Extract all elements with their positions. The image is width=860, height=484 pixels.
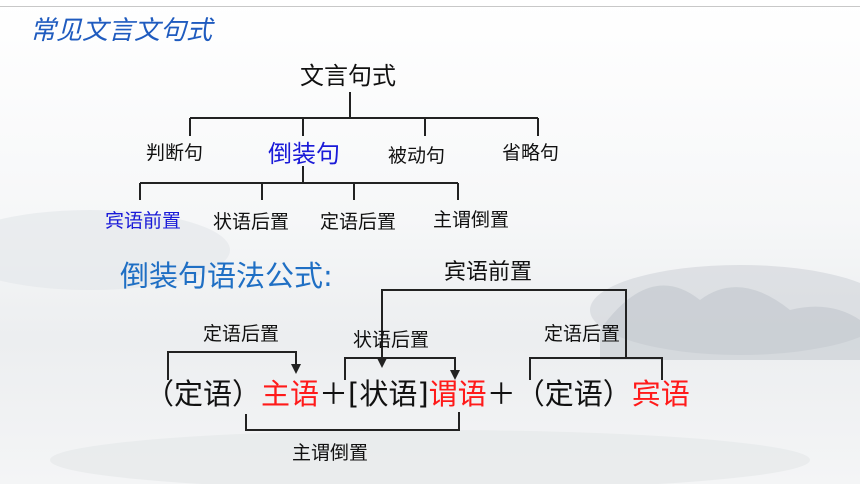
formula-predicate: 谓语	[428, 377, 487, 411]
label-attributive-post-left: 定语后置	[203, 323, 280, 345]
tree-node-object-front: 宾语前置	[105, 210, 182, 232]
label-attributive-post-right: 定语后置	[544, 323, 621, 345]
tree-node-subject-predicate: 主谓倒置	[433, 209, 510, 231]
label-adverbial-post: 状语后置	[353, 329, 430, 351]
formula-subject: 主语	[261, 377, 320, 411]
tree-node-inversion: 倒装句	[268, 140, 340, 168]
formula-attributive-2: ＋（定语）	[486, 377, 632, 411]
tree-node-attributive-post: 定语后置	[320, 211, 397, 233]
tree-node-omission: 省略句	[502, 142, 560, 164]
tree-root: 文言句式	[300, 62, 396, 90]
tree-node-passive: 被动句	[388, 145, 446, 167]
top-rule	[0, 6, 860, 7]
tree-node-judgment: 判断句	[146, 142, 204, 164]
tree-node-adverbial-post: 状语后置	[213, 211, 290, 233]
label-object-front: 宾语前置	[444, 260, 533, 285]
formula-title: 倒装句语法公式:	[120, 259, 333, 293]
slide-title: 常见文言文句式	[30, 16, 213, 46]
label-subject-predicate-inversion: 主谓倒置	[292, 442, 369, 464]
formula-object: 宾语	[631, 377, 690, 411]
grammar-formula: （定语）主语＋[状语]谓语＋（定语）宾语	[145, 380, 690, 409]
formula-adverbial: ＋[状语]	[319, 377, 429, 411]
formula-attributive-1: （定语）	[145, 377, 262, 411]
